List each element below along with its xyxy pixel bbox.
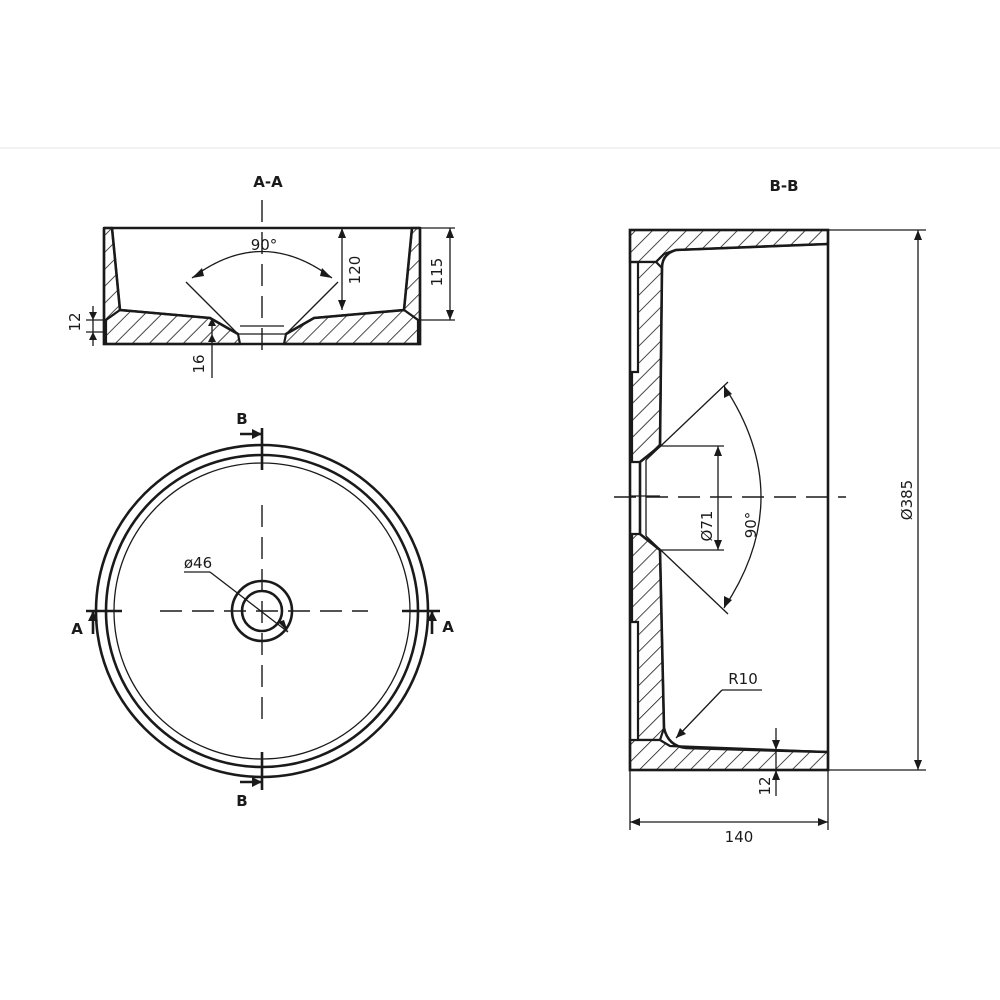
aa-dim-115: 115	[428, 258, 446, 287]
aa-dim-120: 120	[346, 256, 364, 285]
bb-angle-label: 90°	[742, 512, 760, 539]
cut-b-top-label: B	[236, 410, 247, 428]
cut-b-bottom-label: B	[236, 792, 247, 810]
bb-radius-label: R10	[728, 670, 758, 688]
bb-upper-wall	[630, 260, 664, 464]
cut-a-right-label: A	[442, 618, 454, 636]
aa-dim-16: 16	[190, 354, 208, 373]
cut-a-left-label: A	[71, 620, 83, 638]
bb-height-label: 140	[725, 828, 754, 846]
section-aa-title: A-A	[253, 173, 283, 191]
aa-dim-12: 12	[66, 312, 84, 331]
bb-drain-dia-label: Ø71	[698, 511, 716, 542]
plan-view: B B A A ø46	[71, 410, 454, 810]
section-bb-view: B-B 90° Ø71	[614, 177, 926, 846]
bb-floor-label: 12	[756, 776, 774, 795]
bb-outer-dia-label: Ø385	[898, 480, 916, 520]
bb-bottom-floor	[628, 738, 830, 772]
section-aa-view: A-A 90° 120 115	[66, 173, 455, 378]
plan-drain-dia-label: ø46	[184, 554, 212, 572]
aa-angle-label: 90°	[251, 236, 278, 254]
section-bb-title: B-B	[769, 177, 798, 195]
